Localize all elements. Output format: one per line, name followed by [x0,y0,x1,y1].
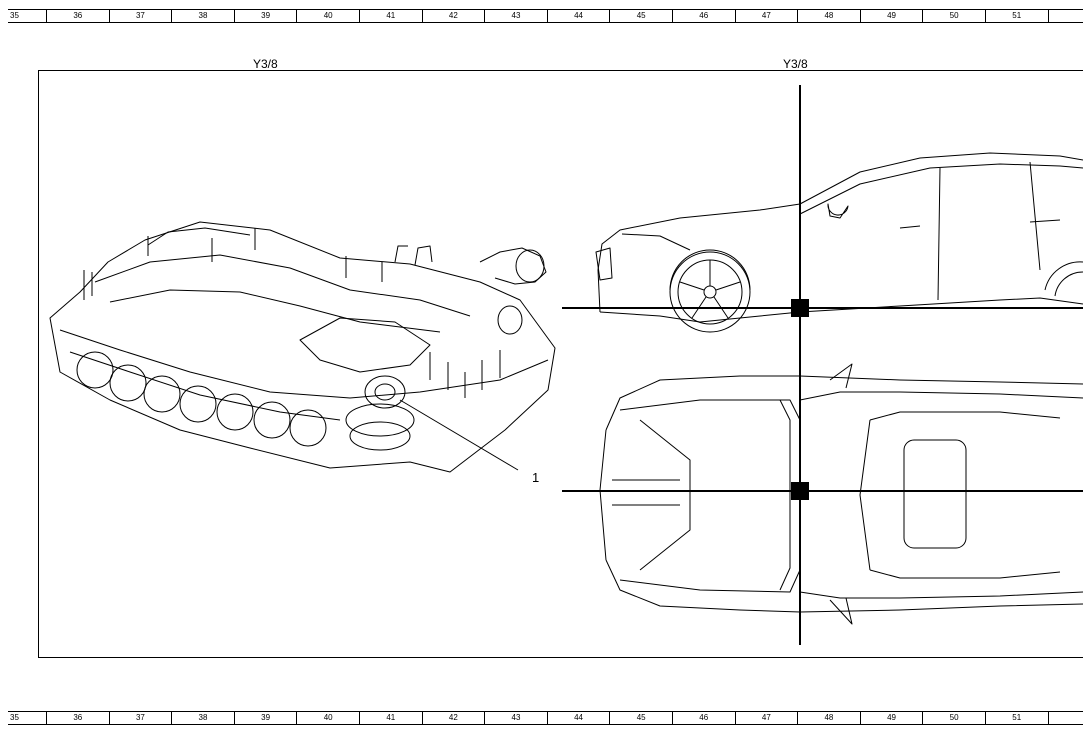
callout-leader-line [399,399,519,471]
ruler-bottom-cell-46: 46 [671,712,735,724]
ruler-bottom-cell-43: 43 [484,712,547,724]
ruler-top-cell-41: 41 [358,10,422,22]
ruler-bottom-cell-48: 48 [797,712,860,724]
ruler-top-cell-42: 42 [421,10,485,22]
ruler-bottom-cell-37: 37 [108,712,172,724]
ruler-top-cell-36: 36 [46,10,109,22]
callout-number: 1 [532,470,539,485]
ruler-top-cell-38: 38 [171,10,234,22]
ruler-bottom-cell-tail [1047,712,1083,724]
side-view-location-marker [791,299,809,317]
location-crosshairs [562,85,1083,645]
car-top-view [599,363,1083,625]
ruler-bottom-cell-51: 51 [984,712,1048,724]
ruler-bottom-cell-44: 44 [546,712,610,724]
valve-body-illustration [49,221,556,473]
ruler-top-cell-43: 43 [484,10,547,22]
ruler-top-cell-37: 37 [108,10,172,22]
ruler-top-cell-35: 35 [10,11,19,20]
ruler-top-cell-47: 47 [734,10,798,22]
ruler-top-cell-51: 51 [984,10,1048,22]
diagram-frame [38,70,1083,658]
component-label-right: Y3/8 [783,57,808,71]
ruler-bottom-cell-39: 39 [233,712,297,724]
ruler-top-cell-40: 40 [296,10,359,22]
ruler-bottom-cell-36: 36 [46,712,109,724]
car-side-view [595,152,1083,333]
ruler-top-cell-50: 50 [922,10,985,22]
ruler-bottom-cell-49: 49 [859,712,923,724]
ruler-top-cell-46: 46 [671,10,735,22]
ruler-bottom-cell-50: 50 [922,712,985,724]
ruler-bottom-cell-47: 47 [734,712,798,724]
ruler-bottom-cell-40: 40 [296,712,359,724]
ruler-top-cell-44: 44 [546,10,610,22]
ruler-bottom-cell-35: 35 [10,713,19,722]
component-label-left: Y3/8 [253,57,278,71]
ruler-top-cell-48: 48 [797,10,860,22]
ruler-bottom-cell-45: 45 [609,712,672,724]
ruler-top-cell-45: 45 [609,10,672,22]
ruler-top-cell-49: 49 [859,10,923,22]
ruler-top-cell-39: 39 [233,10,297,22]
top-view-location-marker [791,482,809,500]
ruler-bottom-cell-38: 38 [171,712,234,724]
ruler-bottom-cell-41: 41 [358,712,422,724]
ruler-top-cell-tail [1047,10,1083,22]
ruler-bottom-cell-42: 42 [421,712,485,724]
